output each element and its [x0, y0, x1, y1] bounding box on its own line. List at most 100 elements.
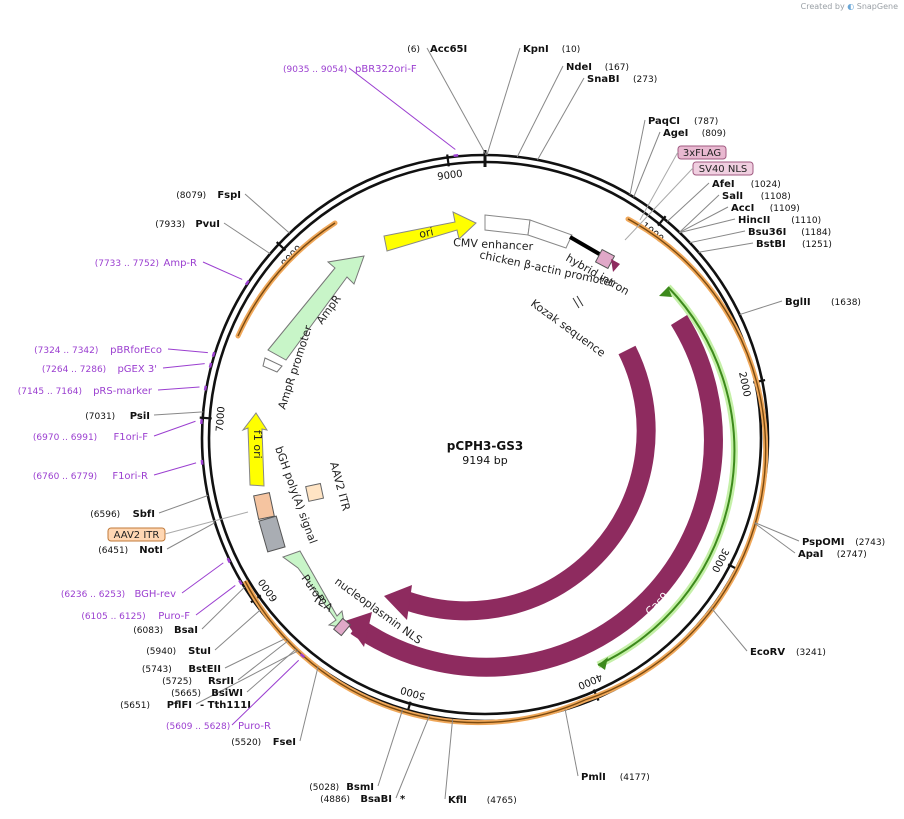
tick-label: 2000 [736, 371, 752, 398]
primer-name: Puro-F [158, 611, 190, 622]
primer-name: pBR322ori-F [355, 64, 417, 75]
tag-label: 3xFLAG [683, 148, 721, 159]
tick-mark [199, 416, 212, 420]
enzyme-leader-line [679, 206, 729, 233]
enzyme-leader-line [698, 242, 754, 253]
enzyme-site-acc65i[interactable]: (6)Acc65I [407, 44, 487, 156]
enzyme-name: HincII [738, 215, 770, 226]
primer-puro-r[interactable]: (5609 .. 5628)Puro-R [166, 653, 306, 732]
enzyme-site-paqci[interactable]: PaqCI(787) [629, 116, 718, 196]
f1-ori-arrow [241, 412, 269, 487]
feature-tag-3xflag[interactable]: 3xFLAG [677, 145, 727, 160]
enzyme-site-noti[interactable]: NotI(6451) [98, 522, 216, 556]
enzyme-name: FspI [217, 190, 241, 201]
enzyme-leader-line [195, 650, 299, 705]
kozak-mark [572, 297, 580, 309]
t2a-box [332, 617, 352, 637]
enzyme-site-afei[interactable]: AfeI(1024) [666, 179, 781, 222]
ampr-arrow [267, 255, 365, 361]
snapgene-logo: ◐ [847, 2, 855, 11]
enzyme-position: (10) [562, 45, 580, 55]
feature-tag-sv40-nls[interactable]: SV40 NLS [692, 161, 754, 176]
enzyme-site-snabi[interactable]: SnaBI(273) [537, 74, 657, 161]
enzyme-site-fspi[interactable]: FspI (8079) [176, 190, 290, 234]
enzyme-site-bsabi[interactable]: BsaBI(4886)* [320, 715, 430, 805]
enzyme-leader-line [223, 222, 271, 255]
annotation-labels: (6)Acc65I KpnI (10) NdeI(167)SnaBI(273)PaqC… [18, 44, 885, 806]
enzyme-leader-line [395, 715, 430, 799]
enzyme-position: (8079) [176, 191, 206, 201]
feature-tag-aav2-itr[interactable]: AAV2 ITR [107, 527, 166, 542]
enzyme-position: (5725) [162, 677, 192, 687]
primer-puro-f[interactable]: Puro-F(6105 .. 6125) [81, 579, 243, 622]
enzyme-position: (2747) [837, 550, 867, 560]
enzyme-name: RsrII [208, 676, 234, 687]
3xflag-box [594, 248, 616, 270]
primer-prs-marker[interactable]: pRS-marker(7145 .. 7164) [18, 385, 208, 397]
enzyme-site-acci[interactable]: AccI(1109) [679, 203, 800, 233]
enzyme-site-bsu36i[interactable]: Bsu36I(1184) [689, 227, 831, 244]
snapgene-credit: Created by ◐ SnapGene [801, 2, 898, 11]
enzyme-name: PflFI [167, 700, 192, 711]
primer-range: (6236 .. 6253) [61, 590, 125, 600]
enzyme-name: KflI [448, 795, 467, 806]
enzyme-name: KpnI [523, 44, 549, 55]
enzyme-site-bsteii[interactable]: BstEII(5743) [142, 638, 286, 675]
enzyme-name: FseI [273, 737, 296, 748]
enzyme-site-bsai[interactable]: BsaI(6083) [133, 586, 245, 636]
enzyme-site-ecorv[interactable]: EcoRV(3241) [710, 607, 826, 658]
enzyme-leader-line [689, 230, 746, 244]
enzyme-position: (809) [702, 129, 726, 139]
enzyme-site-psii[interactable]: PsiI(7031) [85, 411, 204, 422]
tick-mark [446, 154, 450, 167]
enzyme-site-bsiwi[interactable]: BsiWI(5665) [171, 648, 297, 699]
enzyme-site-kpni[interactable]: KpnI (10) [486, 44, 580, 156]
enzyme-site-kfli[interactable]: KflI(4765) [444, 719, 517, 806]
enzyme-site-agei[interactable]: AgeI(809) [633, 128, 726, 198]
enzyme-site-bsmi[interactable]: BsmI(5028) [309, 708, 404, 793]
enzyme-site-hincii[interactable]: HincII(1110) [679, 215, 821, 234]
enzyme-site-bstbi[interactable]: BstBI(1251) [698, 239, 832, 253]
enzyme-position: (5665) [171, 689, 201, 699]
enzyme-site-apai[interactable]: ApaI (2747) [754, 522, 867, 560]
primer-leader-line [348, 67, 456, 150]
primer-pbr322ori-f[interactable]: (9035 .. 9054) pBR322ori-F [283, 64, 459, 157]
primer-amp-r[interactable]: Amp-R(7733 .. 7752) [95, 258, 250, 286]
enzyme-site-pflfi[interactable]: PflFI(5651)- Tth111I [120, 650, 299, 711]
primer-leader-line [167, 348, 208, 354]
ori-arrow [383, 211, 477, 252]
enzyme-site-fsei[interactable]: FseI(5520) [231, 666, 319, 748]
tag-leader-line [639, 151, 679, 221]
primer-f1ori-r[interactable]: F1ori-R(6760 .. 6779) [33, 459, 204, 482]
enzyme-site-stui[interactable]: StuI(5940) [146, 609, 261, 657]
cmv-enhancer-label: CMV enhancer [453, 236, 534, 253]
enzyme-site-pvui[interactable]: PvuI(7933) [155, 219, 271, 255]
enzyme-position: (1108) [761, 192, 791, 202]
primer-pgex-3-[interactable]: pGEX 3'(7264 .. 7286) [42, 362, 213, 375]
enzyme-name: ApaI [798, 549, 823, 560]
enzyme-leader-line [426, 47, 487, 156]
cas9-label-inner: Cas9 [605, 552, 633, 580]
enzyme-name: AccI [731, 203, 754, 214]
primer-range: (9035 .. 9054) [283, 65, 347, 75]
tick-mark [275, 241, 287, 252]
enzyme-site-rsrii[interactable]: RsrII (5725) [162, 640, 289, 687]
enzyme-position: (6) [407, 45, 420, 55]
enzyme-position: (2743) [855, 538, 885, 548]
enzyme-position: (4177) [620, 773, 650, 783]
primer-f1ori-f[interactable]: F1ori-F(6970 .. 6991) [33, 419, 203, 443]
enzyme-leader-line [444, 719, 454, 800]
primer-pbrforeco[interactable]: pBRforEco(7324 .. 7342) [34, 345, 216, 357]
enzyme-site-sbfi[interactable]: SbfI(6596) [90, 495, 209, 520]
primer-range: (6970 .. 6991) [33, 433, 97, 443]
enzyme-position: (5651) [120, 701, 150, 711]
enzyme-leader-line [537, 77, 585, 161]
enzyme-site-pspomi[interactable]: PspOMI(2743) [754, 522, 885, 548]
enzyme-site-ndei[interactable]: NdeI(167) [516, 62, 629, 158]
enzyme-site-pmli[interactable]: PmlI(4177) [564, 709, 650, 783]
tick-label: 9000 [437, 169, 464, 183]
enzyme-position: (1251) [802, 240, 832, 250]
enzyme-site-bglii[interactable]: BglII(1638) [739, 297, 861, 316]
primer-bgh-rev[interactable]: BGH-rev(6236 .. 6253) [61, 557, 231, 600]
enzyme-site-sali[interactable]: SalI(1108) [679, 191, 791, 233]
